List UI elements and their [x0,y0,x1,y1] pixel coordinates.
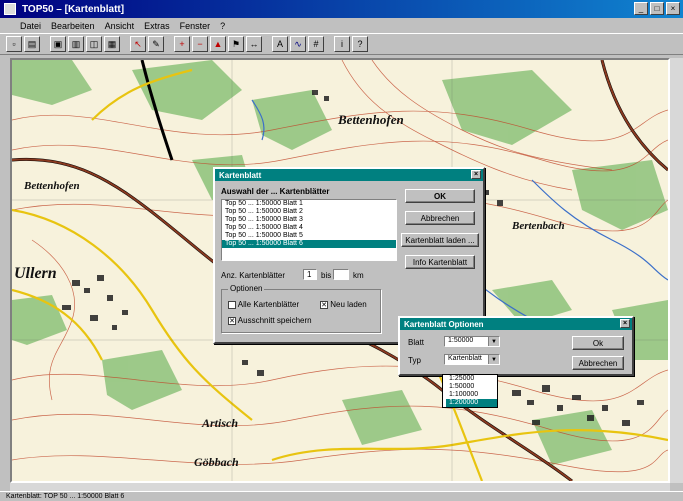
print-icon[interactable]: ▥ [68,36,84,52]
zoom-in-icon[interactable]: + [174,36,190,52]
marker-icon[interactable]: ▲ [210,36,226,52]
ok-button[interactable]: OK [405,189,475,203]
typ-label: Typ [408,356,421,365]
map-place-label: Bettenhofen [338,112,404,127]
cancel-button[interactable]: Abbrechen [572,356,624,370]
menu-fenster[interactable]: Fenster [179,20,211,31]
toolbar: ▫ ▤ ▣ ▥ ◫ ▦ ↖ ✎ + − ▲ ⚑ ↔ A ∿ # i ? [0,33,683,55]
list-item[interactable]: Top 50 ... 1:50000 Blatt 6 [222,240,396,248]
blatt-label: Blatt [408,338,425,347]
app-icon[interactable] [4,3,16,15]
count-unit: km [353,271,364,280]
text-icon[interactable]: A [272,36,288,52]
grid-icon[interactable]: # [308,36,324,52]
close-icon[interactable]: × [471,170,481,179]
menu-help[interactable]: ? [220,20,226,31]
status-text: Kartenblatt: TOP 50 ... 1:50000 Blatt 6 [6,493,125,500]
dropdown-option[interactable]: 1:50000 [449,383,475,390]
list-item[interactable]: Top 50 ... 1:50000 Blatt 3 [225,216,303,223]
pen-icon[interactable]: ✎ [148,36,164,52]
dropdown-option[interactable]: 1:25000 [449,375,475,382]
option-all-checkbox[interactable] [228,300,236,309]
maximize-icon[interactable]: □ [650,2,664,15]
status-bar: Kartenblatt: TOP 50 ... 1:50000 Blatt 6 [0,491,683,501]
count-mid-label: bis [321,271,332,280]
ok-button[interactable]: Ok [572,336,624,350]
help-icon[interactable]: ? [352,36,368,52]
map-place-label: Artisch [202,416,239,430]
options-group: Optionen Alle Kartenblätter ✕ Neu laden … [221,284,381,333]
new-icon[interactable]: ▫ [6,36,22,52]
menu-extras[interactable]: Extras [144,20,170,31]
menu-bar: Datei Bearbeiten Ansicht Extras Fenster … [0,18,683,33]
chevron-down-icon[interactable]: ▼ [488,337,499,346]
list-item[interactable]: Top 50 ... 1:50000 Blatt 2 [225,208,303,215]
dialog-title: Kartenblatt [219,170,262,180]
menu-bearbeiten[interactable]: Bearbeiten [51,20,95,31]
flag-icon[interactable]: ⚑ [228,36,244,52]
cancel-button[interactable]: Abbrechen [405,211,475,225]
chevron-down-icon[interactable]: ▼ [488,355,499,364]
window-controls: _ □ × [634,2,680,15]
menu-ansicht[interactable]: Ansicht [104,20,135,31]
route-icon[interactable]: ∿ [290,36,306,52]
copy-icon[interactable]: ◫ [86,36,102,52]
paste-icon[interactable]: ▦ [104,36,120,52]
list-item[interactable]: Top 50 ... 1:50000 Blatt 1 [225,200,303,207]
map-place-label: Göbbach [194,455,239,469]
dialog-title-bar[interactable]: Kartenblatt × [215,169,483,181]
vertical-scrollbar[interactable] [670,58,683,483]
kartenblatt-dialog: Kartenblatt × Auswahl der ... Kartenblät… [213,167,485,344]
info-icon[interactable]: i [334,36,350,52]
options-dialog-title-bar[interactable]: Kartenblatt Optionen × [400,318,632,330]
options-group-label: Optionen [228,284,265,293]
pointer-icon[interactable]: ↖ [130,36,146,52]
options-dialog-title: Kartenblatt Optionen [404,319,484,329]
info-kartenblatt-button[interactable]: Info Kartenblatt [405,255,475,269]
option-all[interactable]: Alle Kartenblätter [228,300,299,309]
map-place-label: Bertenbach [512,220,565,232]
count-label: Anz. Kartenblätter [221,271,286,280]
count-to-input[interactable] [333,269,349,280]
option-save[interactable]: ✕ Ausschnitt speichern [228,316,312,325]
map-graphics [12,60,668,481]
dialog-heading: Auswahl der ... Kartenblätter [221,187,330,196]
measure-icon[interactable]: ↔ [246,36,262,52]
map-place-label: Bettenhofen [24,180,80,192]
option-reload[interactable]: ✕ Neu laden [320,300,367,309]
option-save-checkbox[interactable]: ✕ [228,316,236,325]
count-from-input[interactable]: 1 [303,269,317,280]
close-icon[interactable]: × [666,2,680,15]
title-bar[interactable]: TOP50 – [Kartenblatt] _ □ × [0,0,683,18]
dropdown-option[interactable]: 1:200000 [446,399,497,407]
list-item[interactable]: Top 50 ... 1:50000 Blatt 4 [225,224,303,231]
typ-select[interactable]: Kartenblatt ▼ [444,354,500,365]
close-icon[interactable]: × [620,319,630,328]
map-place-label: Ullern [14,265,57,282]
zoom-out-icon[interactable]: − [192,36,208,52]
save-icon[interactable]: ▣ [50,36,66,52]
menu-datei[interactable]: Datei [20,20,42,31]
minimize-icon[interactable]: _ [634,2,648,15]
list-item[interactable]: Top 50 ... 1:50000 Blatt 5 [225,232,303,239]
kartenblatt-options-dialog: Kartenblatt Optionen × Blatt 1:50000 ▼ T… [398,316,634,376]
horizontal-scrollbar[interactable] [10,483,670,491]
window-title: TOP50 – [Kartenblatt] [22,3,125,15]
blatt-select[interactable]: 1:50000 ▼ [444,336,500,347]
option-reload-checkbox[interactable]: ✕ [320,300,328,309]
load-kartenblatt-button[interactable]: Kartenblatt laden ... [401,233,479,247]
open-icon[interactable]: ▤ [24,36,40,52]
dropdown-option[interactable]: 1:100000 [449,391,479,398]
